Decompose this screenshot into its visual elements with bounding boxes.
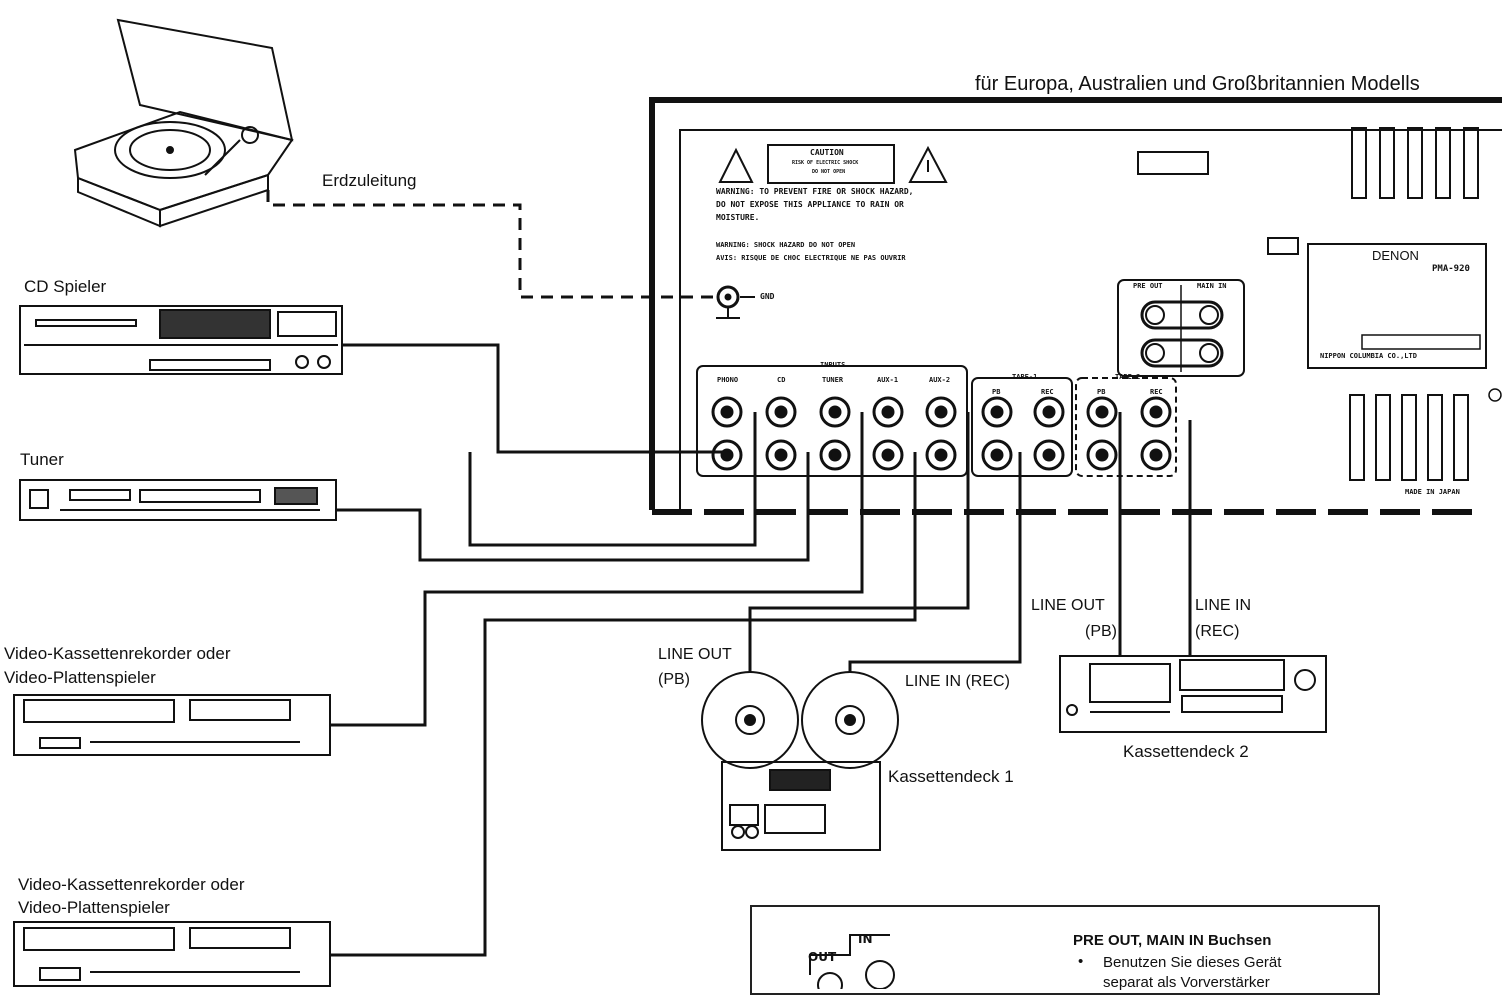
cd-player-illustration	[19, 305, 343, 375]
rca-jack-pin	[1149, 405, 1163, 419]
note-title: PRE OUT, MAIN IN Buchsen	[1073, 932, 1272, 949]
cables	[266, 190, 1192, 957]
jack-label-phono: PHONO	[717, 376, 739, 384]
warning2-line2: AVIS: RISQUE DE CHOC ELECTRIQUE NE PAS O…	[716, 254, 906, 262]
main-in-label: MAIN IN	[1197, 282, 1227, 290]
vcr2-illustration	[13, 921, 331, 987]
jack-label-tape2-pb: PB	[1097, 388, 1106, 396]
tuner-illustration	[19, 479, 337, 521]
rca-jack-pin	[990, 448, 1004, 462]
pre-out-label: PRE OUT	[1133, 282, 1163, 290]
warning1-line1: WARNING: TO PREVENT FIRE OR SHOCK HAZARD…	[716, 187, 914, 196]
rca-jacks	[711, 396, 1172, 471]
tape2-label: TAPE-2	[1115, 373, 1141, 381]
cassette-deck1-illustration	[701, 671, 899, 851]
rca-jack-pin	[1095, 448, 1109, 462]
jack-label-tape1-pb: PB	[992, 388, 1001, 396]
jack-label-cd: CD	[777, 376, 786, 384]
rca-jack-pin	[720, 405, 734, 419]
note-bullet: •	[1078, 953, 1084, 970]
gnd-label: GND	[760, 292, 775, 301]
rca-jack-pin	[1042, 405, 1056, 419]
jack-label-tape2-rec: REC	[1150, 388, 1163, 396]
cd-player-label: CD Spieler	[24, 277, 107, 296]
rca-jack-pin	[1095, 405, 1109, 419]
rca-jack-pin	[881, 405, 895, 419]
rca-jack-pin	[990, 405, 1004, 419]
turntable-illustration	[73, 18, 294, 228]
note-inset-in: IN	[858, 932, 873, 946]
note-inset-illustration	[809, 934, 895, 989]
brand-label: DENON	[1372, 248, 1419, 263]
warning1-line3: MOISTURE.	[716, 213, 760, 222]
rca-jack-pin	[934, 448, 948, 462]
rca-jack-pin	[774, 448, 788, 462]
deck1-line-in-label: LINE IN (REC)	[905, 673, 1010, 690]
models-note: für Europa, Australien und Großbritannie…	[975, 73, 1420, 95]
warning2-line1: WARNING: SHOCK HAZARD DO NOT OPEN	[716, 241, 856, 249]
rca-jack-pin	[828, 448, 842, 462]
inputs-header: INPUTS	[820, 361, 846, 369]
ground-lead-label: Erdzuleitung	[322, 171, 417, 190]
pre-out-main-in-note	[750, 905, 1380, 995]
made-in-label: MADE IN JAPAN	[1405, 488, 1460, 496]
warning1-line2: DO NOT EXPOSE THIS APPLIANCE TO RAIN OR	[716, 200, 904, 209]
deck1-label: Kassettendeck 1	[888, 767, 1014, 786]
caution-line1: RISK OF ELECTRIC SHOCK	[792, 160, 859, 166]
caution-line2: DO NOT OPEN	[812, 169, 846, 175]
rca-jack-pin	[1042, 448, 1056, 462]
vcr1-label-line1: Video-Kassettenrekorder oder	[4, 644, 231, 663]
jack-label-aux1: AUX-1	[877, 376, 899, 384]
vcr2-label-line1: Video-Kassettenrekorder oder	[18, 875, 245, 894]
amplifier-rear-panel	[649, 97, 1502, 515]
cassette-deck2-illustration	[1059, 655, 1327, 733]
note-text: Benutzen Sie dieses Gerät separat als Vo…	[1103, 953, 1281, 992]
deck2-pb-label: (PB)	[1085, 623, 1117, 640]
tuner-label: Tuner	[20, 450, 64, 469]
jack-label-tape1-rec: REC	[1041, 388, 1054, 396]
rca-jack-pin	[1149, 448, 1163, 462]
vcr2-label-line2: Video-Plattenspieler	[18, 898, 170, 917]
deck1-line-out-label: LINE OUT	[658, 646, 732, 663]
caution-title: CAUTION	[810, 148, 844, 157]
deck1-pb-label: (PB)	[658, 671, 690, 688]
rca-jack-pin	[934, 405, 948, 419]
deck2-line-out-label: LINE OUT	[1031, 597, 1105, 614]
note-inset-out: OUT	[808, 950, 837, 964]
rca-jack-pin	[828, 405, 842, 419]
rca-jack-pin	[774, 405, 788, 419]
model-label: PMA-920	[1432, 264, 1470, 274]
deck2-rec-label: (REC)	[1195, 623, 1240, 640]
deck2-line-in-label: LINE IN	[1195, 597, 1252, 614]
tape1-label: TAPE-1	[1012, 373, 1038, 381]
note-line1: Benutzen Sie dieses Gerät	[1103, 954, 1282, 971]
deck2-label: Kassettendeck 2	[1123, 742, 1249, 761]
vcr1-label-line2: Video-Plattenspieler	[4, 668, 156, 687]
vcr1-illustration	[13, 694, 331, 756]
jack-label-aux2: AUX-2	[929, 376, 951, 384]
jack-label-tuner: TUNER	[822, 376, 844, 384]
note-line2: separat als Vorverstärker	[1103, 973, 1270, 991]
maker-label: NIPPON COLUMBIA CO.,LTD	[1320, 352, 1417, 360]
rca-jack-pin	[881, 448, 895, 462]
